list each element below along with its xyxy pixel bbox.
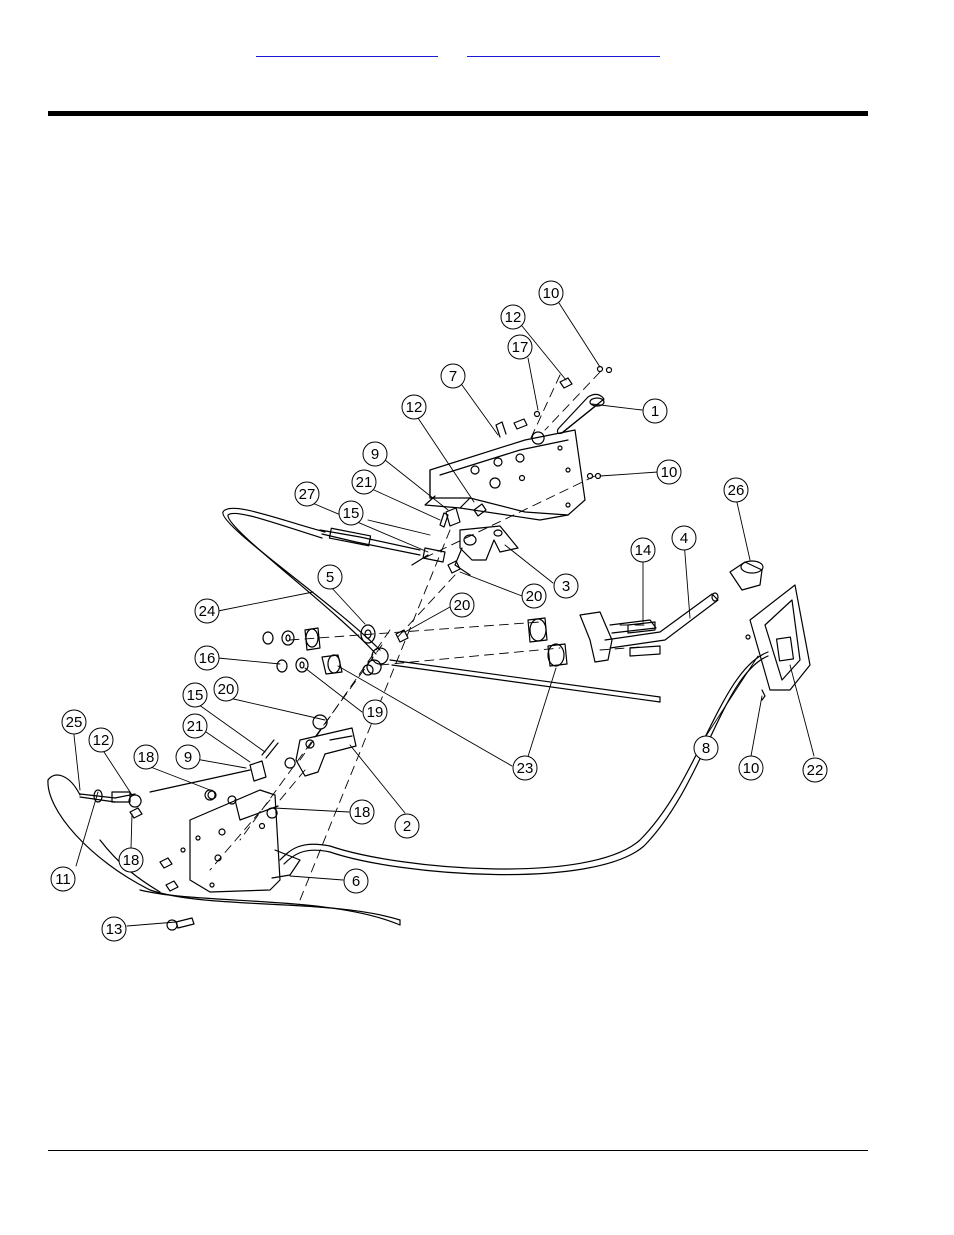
part-13-bolt (167, 918, 194, 930)
callout-label: 8 (702, 740, 710, 757)
callout-17: 17 (508, 335, 532, 359)
callout-27: 27 (295, 482, 319, 506)
callout-11: 11 (51, 867, 75, 891)
part-22-plate (746, 585, 810, 700)
callout-16: 16 (195, 646, 219, 670)
callout-10b: 10 (657, 460, 681, 484)
callout-10c: 10 (739, 756, 763, 780)
callout-label: 10 (743, 760, 760, 777)
callout-label: 21 (187, 718, 204, 735)
callout-label: 17 (512, 339, 529, 356)
callout-label: 4 (680, 530, 688, 547)
callout-2: 2 (395, 814, 419, 838)
callout-label: 2 (403, 818, 411, 835)
callout-6: 6 (344, 869, 368, 893)
callout-24: 24 (195, 599, 219, 623)
part-26-knob (730, 561, 763, 590)
callout-23: 23 (513, 756, 537, 780)
part-4-handle (580, 593, 718, 662)
callout-18b: 18 (350, 800, 374, 824)
callout-label: 9 (184, 749, 192, 766)
callout-label: 18 (123, 852, 140, 869)
callout-15b: 15 (183, 683, 207, 707)
callout-20b: 20 (522, 584, 546, 608)
part-1-pin (558, 394, 605, 433)
callout-label: 13 (106, 921, 123, 938)
callout-13: 13 (102, 917, 126, 941)
callout-5: 5 (318, 565, 342, 589)
callout-label: 1 (651, 403, 659, 420)
callout-label: 10 (661, 464, 678, 481)
callout-label: 20 (218, 681, 235, 698)
callout-label: 26 (728, 482, 745, 499)
callout-label: 3 (562, 578, 570, 595)
callout-20a: 20 (450, 593, 474, 617)
callout-9a: 9 (363, 442, 387, 466)
callout-8: 8 (694, 736, 718, 760)
callout-10a: 10 (539, 281, 563, 305)
callout-label: 10 (543, 285, 560, 302)
callout-label: 24 (199, 603, 216, 620)
part-25-cable (48, 770, 400, 925)
callout-label: 6 (352, 873, 360, 890)
callout-label: 15 (187, 687, 204, 704)
callout-label: 20 (454, 597, 471, 614)
callout-label: 27 (299, 486, 316, 503)
callout-label: 12 (93, 732, 110, 749)
leader-lines (74, 303, 814, 926)
callout-15a: 15 (339, 501, 363, 525)
callout-21b: 21 (183, 714, 207, 738)
part-7-bracket (425, 422, 585, 520)
callout-label: 18 (354, 804, 371, 821)
callout-12b: 12 (402, 395, 426, 419)
callout-label: 19 (367, 704, 384, 721)
callout-21a: 21 (352, 470, 376, 494)
callout-label: 16 (199, 650, 216, 667)
callout-18a: 18 (134, 745, 158, 769)
callout-label: 20 (526, 588, 543, 605)
callout-22: 22 (803, 758, 827, 782)
callout-label: 11 (55, 871, 71, 888)
callout-label: 12 (505, 309, 522, 326)
callout-label: 9 (371, 446, 379, 463)
callout-12c: 12 (89, 728, 113, 752)
callout-26: 26 (724, 478, 748, 502)
callout-label: 18 (138, 749, 155, 766)
callout-18c: 18 (119, 848, 143, 872)
callout-label: 23 (517, 760, 534, 777)
part-3-bracket (455, 526, 518, 575)
callouts: 1012177112109212715263144520202416192015… (51, 281, 827, 941)
callout-4: 4 (672, 526, 696, 550)
callout-label: 5 (326, 569, 334, 586)
callout-25: 25 (62, 710, 86, 734)
callout-label: 12 (406, 399, 423, 416)
callout-label: 15 (343, 505, 360, 522)
callout-9b: 9 (176, 745, 200, 769)
top-hardware (514, 367, 612, 479)
callout-label: 14 (635, 542, 652, 559)
callout-label: 25 (66, 714, 83, 731)
part-23-bushings (528, 618, 567, 666)
part-24-cable (223, 508, 660, 702)
callout-7: 7 (441, 364, 465, 388)
callout-14: 14 (631, 538, 655, 562)
callout-label: 7 (449, 368, 457, 385)
callout-20c: 20 (214, 677, 238, 701)
callout-19: 19 (363, 700, 387, 724)
callout-label: 21 (356, 474, 373, 491)
callout-12a: 12 (501, 305, 525, 329)
callout-1: 1 (643, 399, 667, 423)
callout-label: 22 (807, 762, 824, 779)
part-6-bracket (160, 790, 300, 892)
part-2-bracket (296, 715, 356, 776)
callout-3: 3 (554, 574, 578, 598)
